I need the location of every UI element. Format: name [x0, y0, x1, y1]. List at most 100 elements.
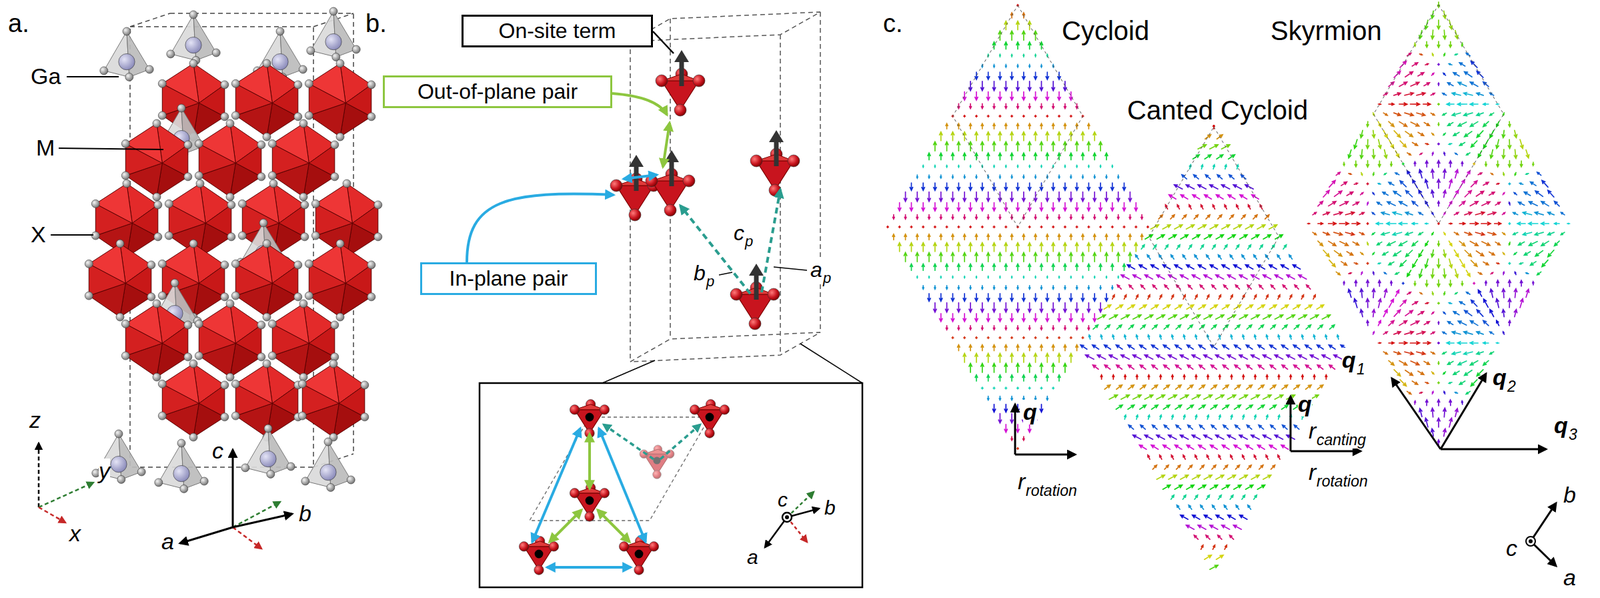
spin-arrows [1323, 61, 1505, 317]
spin-arrow-head [768, 130, 784, 143]
atom [599, 404, 609, 415]
inset-cell [529, 416, 710, 521]
octahedron [194, 299, 266, 381]
spin-arrows [1347, 169, 1516, 394]
spin-arrows [1376, 102, 1570, 345]
spin-arrows [893, 103, 1144, 330]
atom [238, 231, 247, 240]
atom [262, 59, 271, 68]
cell-box [630, 12, 821, 362]
atom [787, 154, 800, 167]
atom [748, 317, 761, 330]
atom [299, 192, 308, 201]
atom [298, 379, 307, 388]
atom [628, 208, 641, 221]
unit-cell [130, 13, 354, 467]
spin-arrow-head [674, 50, 689, 63]
callout-text: In-plane pair [428, 266, 589, 291]
spin-arrows [1381, 63, 1554, 393]
atom [259, 218, 268, 227]
atom [220, 292, 229, 301]
atom [158, 379, 167, 388]
atom [689, 404, 699, 415]
octahedron [158, 359, 229, 441]
atom [226, 299, 235, 308]
label: Cycloid [1061, 16, 1150, 46]
trimer [518, 536, 559, 575]
atom [262, 312, 271, 321]
label: a [1563, 564, 1576, 590]
atom [170, 278, 179, 287]
atom [264, 424, 273, 433]
atom [304, 291, 313, 300]
label: r [1308, 459, 1316, 485]
atom [648, 541, 659, 551]
atom [110, 455, 127, 472]
subscript: p [823, 270, 832, 287]
octahedron-face [125, 123, 163, 163]
octahedron-face [272, 123, 309, 163]
atom [121, 139, 130, 148]
atom [154, 200, 163, 209]
atom [300, 200, 309, 209]
atom [719, 404, 729, 415]
atom [231, 411, 240, 420]
tetrahedron [92, 429, 146, 483]
q-axes [1015, 373, 1556, 566]
spin-arrows [1104, 134, 1324, 389]
atom [257, 140, 266, 149]
atom [227, 232, 236, 241]
atom [257, 320, 266, 329]
atom [164, 231, 173, 240]
spin-arrows [1097, 314, 1331, 569]
tetrahedron [241, 424, 295, 478]
trimer [645, 150, 695, 217]
atom [173, 464, 190, 481]
atom [116, 239, 125, 248]
spin-arrows [969, 363, 1067, 373]
atom [257, 172, 266, 181]
atom [226, 372, 235, 381]
subscript: p [706, 273, 715, 290]
atom [326, 482, 335, 491]
atom [238, 199, 247, 208]
tetrahedron [301, 437, 355, 491]
octahedron-face [198, 303, 236, 343]
atom [84, 291, 93, 300]
atom [294, 80, 303, 89]
atom [336, 312, 345, 321]
spin-arrows [1378, 92, 1532, 305]
subscript: canting [1316, 431, 1366, 449]
atom [367, 112, 376, 121]
spin-arrows [1121, 274, 1307, 529]
atom [158, 411, 167, 420]
spin-arrows [1089, 334, 1340, 339]
atom [299, 372, 308, 381]
crystal-structure [84, 7, 383, 493]
label: c [777, 488, 788, 511]
atom [300, 232, 309, 241]
atom [154, 232, 163, 241]
spin-arrows [1372, 61, 1554, 317]
subscript: 1 [1356, 360, 1366, 378]
atom [227, 200, 236, 209]
spin-arrows [1127, 264, 1300, 519]
atom [152, 119, 161, 128]
atom [599, 488, 609, 498]
tetrahedron [100, 27, 154, 81]
octahedron [231, 359, 303, 441]
spin-arrow-head [748, 263, 764, 276]
atom [374, 232, 383, 241]
atom [177, 438, 186, 447]
subscript: 3 [1568, 426, 1578, 443]
atom [184, 140, 193, 149]
atom [730, 288, 743, 301]
callout-box: On-site term [461, 14, 653, 48]
label: b. [365, 10, 387, 39]
spin-arrows [1109, 144, 1319, 399]
label: M [36, 135, 55, 161]
atom [306, 46, 315, 55]
atom [189, 359, 198, 368]
spin-arrows [1372, 130, 1554, 386]
octahedron [84, 239, 156, 321]
